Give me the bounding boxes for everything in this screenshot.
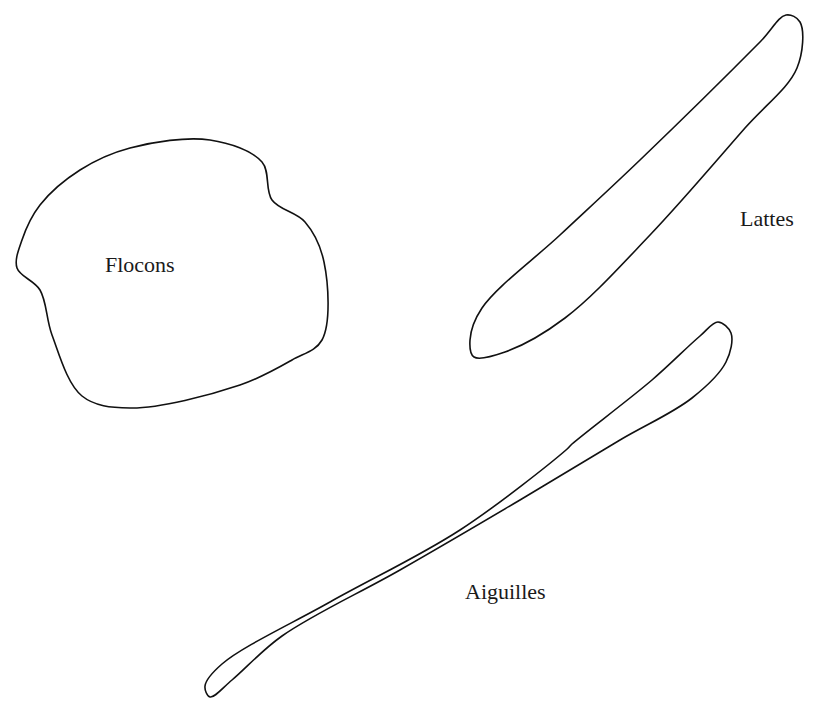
needle-shape [195, 315, 740, 702]
flake-shape-outline [16, 139, 328, 408]
needle-node: Aiguilles [195, 315, 740, 702]
needle-shape-outline [205, 322, 732, 697]
lath-node: Lattes [460, 10, 810, 365]
lath-shape [460, 10, 810, 365]
flake-node: Flocons [10, 130, 340, 420]
lath-shape-outline [470, 15, 803, 358]
shape-label: Flocons [105, 252, 175, 278]
flake-shape [10, 130, 340, 420]
shape-label: Lattes [740, 206, 794, 232]
shape-label: Aiguilles [465, 579, 546, 605]
